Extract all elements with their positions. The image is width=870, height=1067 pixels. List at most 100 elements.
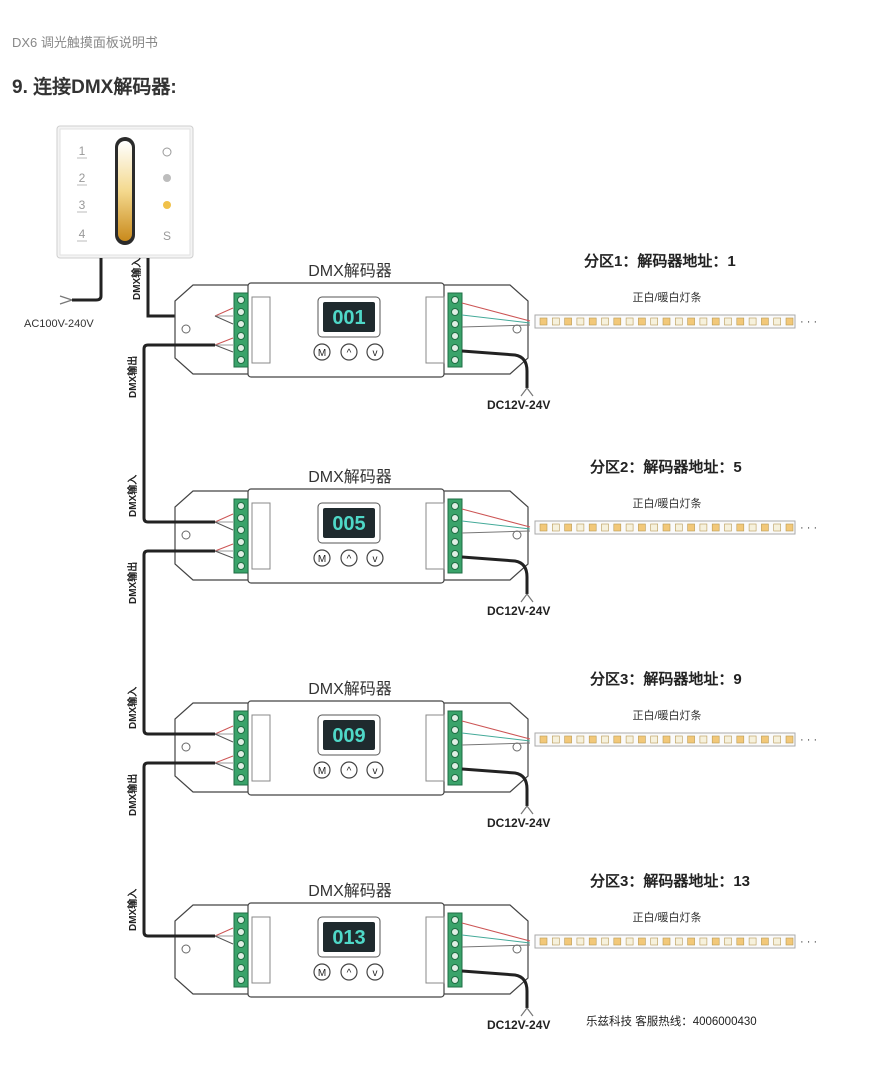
mode-button[interactable]: M [313, 761, 331, 779]
mode-button[interactable]: M [313, 963, 331, 981]
down-button[interactable]: v [366, 761, 384, 779]
mode-button[interactable]: M [313, 343, 331, 361]
strip-continuation: · · · [800, 316, 817, 328]
display-screen [323, 508, 375, 538]
terminal-screw [237, 332, 245, 340]
down-button-label: v [373, 766, 378, 777]
led-chip [551, 523, 560, 532]
strip-continuation: · · · [800, 734, 817, 746]
panel-button-label-4: 4 [79, 227, 86, 241]
led-chip [736, 317, 745, 326]
panel-button-label-2: 2 [79, 171, 86, 185]
led-chip [736, 735, 745, 744]
zone-address-label: 分区3：解码器地址：13 [590, 872, 750, 890]
led-chip [539, 523, 548, 532]
led-chip [625, 937, 634, 946]
led-chip [662, 735, 671, 744]
down-button[interactable]: v [366, 963, 384, 981]
contact-hotline: 乐兹科技 客服热线：4006000430 [586, 1016, 757, 1028]
terminal-screw [237, 320, 245, 328]
up-button[interactable]: ^ [340, 549, 358, 567]
led-chip [638, 523, 646, 532]
led-chip [576, 317, 585, 326]
panel-button-label-3: 3 [79, 198, 86, 212]
led-chip [564, 523, 572, 532]
output-port-label-area [425, 502, 445, 570]
led-chip [638, 317, 646, 326]
led-chip [674, 937, 683, 946]
mode-button-label: M [318, 968, 326, 979]
up-button-label: ^ [347, 766, 352, 777]
led-chip [687, 937, 695, 946]
decoder-title: DMX解码器 [308, 262, 392, 280]
up-button[interactable]: ^ [340, 963, 358, 981]
ac-power-label: AC100V-240V [24, 318, 94, 330]
led-chip [539, 317, 548, 326]
terminal-screw [451, 750, 459, 758]
up-button[interactable]: ^ [340, 343, 358, 361]
output-port-label-area [425, 714, 445, 782]
terminal-screw [451, 320, 459, 328]
dmx-terminal-block [233, 292, 249, 368]
zone-address-label: 分区3：解码器地址：9 [590, 670, 742, 688]
display-screen [323, 922, 375, 952]
led-chip [724, 317, 732, 326]
terminal-screw [451, 928, 459, 936]
strip-continuation: · · · [800, 936, 817, 948]
power-input-label: DC12V-24V [487, 816, 550, 830]
led-chip [613, 937, 622, 946]
terminal-screw [451, 356, 459, 364]
terminal-screw [451, 514, 459, 522]
output-terminal-block [447, 912, 463, 988]
terminal-screw [451, 526, 459, 534]
up-button[interactable]: ^ [340, 761, 358, 779]
mode-button-label: M [318, 766, 326, 777]
terminal-screw [237, 538, 245, 546]
led-chip [539, 735, 548, 744]
dmx-port-label-area [251, 296, 271, 364]
decoder-title: DMX解码器 [308, 468, 392, 486]
led-chip [650, 735, 659, 744]
dmx-in-label: DMX输入 [126, 889, 139, 931]
led-chip [699, 937, 708, 946]
zone-address-label: 分区2：解码器地址：5 [590, 458, 742, 476]
strip-type-label: 正白/暖白灯条 [632, 708, 701, 722]
down-button[interactable]: v [366, 343, 384, 361]
led-chip [785, 523, 794, 532]
output-terminal-block [447, 498, 463, 574]
led-chip [638, 937, 646, 946]
led-chip [687, 735, 695, 744]
led-chip [588, 523, 597, 532]
display-screen [323, 720, 375, 750]
display-screen [323, 302, 375, 332]
down-button[interactable]: v [366, 549, 384, 567]
mounting-hole [181, 324, 191, 334]
led-chip [711, 735, 720, 744]
mode-button[interactable]: M [313, 549, 331, 567]
led-chip [588, 735, 597, 744]
terminal-screw [237, 514, 245, 522]
led-chip [674, 317, 683, 326]
terminal-screw [451, 714, 459, 722]
mounting-hole [181, 530, 191, 540]
dmx-out-label: DMX输出 [126, 562, 139, 604]
led-chip [638, 735, 646, 744]
terminal-screw [237, 526, 245, 534]
output-port-label-area [425, 916, 445, 984]
mounting-hole [181, 742, 191, 752]
dmx-port-label-area [251, 502, 271, 570]
bulb-warm-icon [163, 201, 171, 209]
led-chip [601, 937, 609, 946]
terminal-screw [237, 356, 245, 364]
led-chip [576, 523, 585, 532]
terminal-screw [237, 738, 245, 746]
led-chip [551, 735, 560, 744]
terminal-screw [451, 964, 459, 972]
dmx-port-label-area [251, 714, 271, 782]
led-chip [625, 523, 634, 532]
led-chip [613, 523, 622, 532]
bulb-cool-icon [163, 174, 171, 182]
